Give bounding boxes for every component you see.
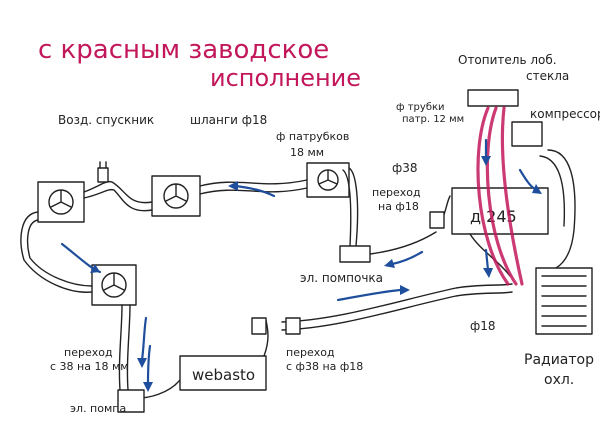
label-tube-1: ф трубки xyxy=(396,102,445,113)
fan-icon xyxy=(101,272,127,298)
label-nozzles-size: 18 мм xyxy=(290,146,324,159)
label-radiator-2: охл. xyxy=(544,372,574,388)
fan-heater-3 xyxy=(306,162,350,198)
label-d38: ф38 xyxy=(392,161,418,175)
small-electric-pump xyxy=(339,245,371,263)
label-compressor: компрессор xyxy=(530,107,600,121)
electric-pump xyxy=(117,389,145,413)
label-adapter-18-1: переход xyxy=(372,186,421,199)
fan-heater-4 xyxy=(91,264,137,306)
label-nozzles: ф патрубков xyxy=(276,130,349,143)
label-adapter-left-1: переход xyxy=(64,346,113,359)
label-air-vent: Возд. спускник xyxy=(58,113,154,127)
label-hoses: шланги ф18 xyxy=(190,113,267,127)
air-vent xyxy=(97,161,109,183)
compressor xyxy=(511,121,543,147)
adapter-bottom xyxy=(285,317,301,335)
engine-block: д 245 xyxy=(451,187,549,277)
adapter-18-part xyxy=(429,211,445,229)
label-radiator-1: Радиатор xyxy=(524,352,594,368)
label-windshield-heater-2: стекла xyxy=(526,69,569,83)
label-windshield-heater-1: Отопитель лоб. xyxy=(458,53,557,67)
title-line-1: с красным заводское xyxy=(38,35,329,65)
radiator xyxy=(535,267,593,335)
label-d18: ф18 xyxy=(470,319,496,333)
label-adapter-bottom-2: с ф38 на ф18 xyxy=(286,360,363,373)
fan-icon xyxy=(48,189,74,215)
label-adapter-left-2: с 38 на 18 мм xyxy=(50,360,129,373)
flow-arrows xyxy=(60,138,542,392)
title-line-2: исполнение xyxy=(210,64,361,92)
label-small-pump: эл. помпочка xyxy=(300,271,383,285)
fan-heater-2 xyxy=(151,175,201,217)
windshield-heater xyxy=(467,89,519,107)
label-adapter-bottom-1: переход xyxy=(286,346,335,359)
fan-heater-1 xyxy=(37,181,85,223)
label-pump: эл. помпа xyxy=(70,402,126,415)
fan-icon xyxy=(317,169,339,191)
webasto-heater: webasto xyxy=(179,355,267,391)
adapter-left-bottom xyxy=(251,317,267,335)
webasto-label: webasto xyxy=(192,366,255,384)
fan-icon xyxy=(163,183,189,209)
label-tube-2: патр. 12 мм xyxy=(402,114,464,125)
label-adapter-18-2: на ф18 xyxy=(378,200,419,213)
